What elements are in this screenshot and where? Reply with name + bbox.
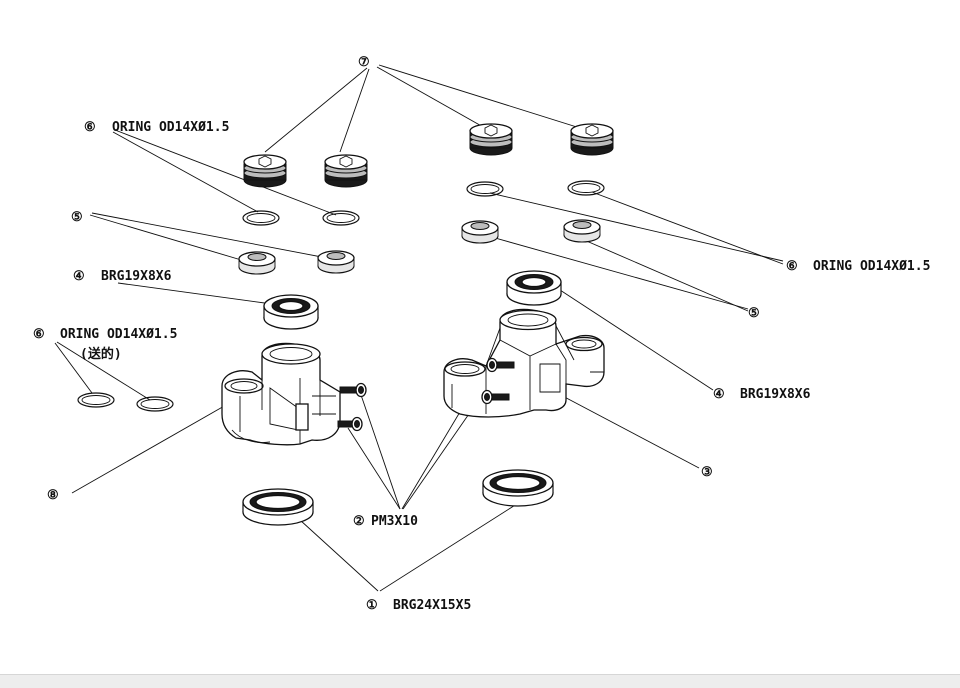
bushing-left-2 [317, 250, 355, 274]
window-bottom-bar [0, 674, 960, 688]
callout-6-spare-number: ⑥ [33, 327, 45, 342]
screw-2 [337, 416, 363, 432]
callout-5-left: ⑤ [71, 210, 83, 225]
bushing-left-1 [238, 251, 276, 275]
callout-6-spare-text: ORING OD14XØ1.5 [60, 327, 177, 342]
callout-4-right-number: ④ [713, 387, 725, 402]
callout-6-spare: ⑥ ORING OD14XØ1.5 (送的) [33, 327, 177, 362]
callout-5-right: ⑤ [748, 306, 760, 321]
callout-4-left: ④ BRG19X8X6 [73, 269, 172, 284]
screw-3 [486, 357, 515, 373]
callout-6-right-number: ⑥ [786, 259, 798, 274]
callout-6-right-text: ORING OD14XØ1.5 [813, 259, 930, 274]
screws-pm3x10 [337, 357, 515, 432]
callout-6-spare-note: (送的) [80, 346, 122, 362]
flanged-bushings [238, 219, 601, 275]
callout-4-right-text: BRG19X8X6 [740, 387, 811, 402]
bushing-right-1 [461, 220, 499, 244]
callout-4-right: ④ BRG19X8X6 [713, 387, 811, 402]
callout-4-left-text: BRG19X8X6 [101, 269, 172, 284]
callout-8-number: ⑧ [47, 488, 59, 503]
housing-right [443, 308, 605, 418]
callout-6-top-left: ⑥ ORING OD14XØ1.5 [84, 120, 229, 135]
oring-top-right-2 [567, 180, 605, 196]
callout-labels: ⑦ ⑥ ORING OD14XØ1.5 ⑤ ④ BRG19X8X6 ⑥ ORIN… [33, 55, 930, 613]
bearing-4-right [506, 270, 562, 306]
bearing-4-left [263, 294, 319, 330]
callout-7-number: ⑦ [358, 55, 370, 70]
callout-5-left-number: ⑤ [71, 210, 83, 225]
screw-1 [339, 382, 367, 398]
callout-8: ⑧ [47, 488, 59, 503]
callout-3-number: ③ [701, 465, 713, 480]
oring-top-left-2 [322, 210, 360, 226]
callout-2: ② PM3X10 [353, 514, 418, 529]
callout-6-top-left-text: ORING OD14XØ1.5 [112, 120, 229, 135]
callout-3: ③ [701, 465, 713, 480]
bearings-24x15x5 [242, 469, 554, 526]
callout-4-left-number: ④ [73, 269, 85, 284]
bushing-right-2 [563, 219, 601, 243]
callout-2-number: ② [353, 514, 365, 529]
callout-6-top-left-number: ⑥ [84, 120, 96, 135]
callout-1: ① BRG24X15X5 [366, 598, 471, 613]
plug-7-3 [469, 123, 513, 156]
callout-7: ⑦ [358, 55, 370, 70]
leader-lines [54, 64, 784, 592]
oring-top-right-1 [466, 181, 504, 197]
bearing-1-right [482, 469, 554, 507]
callout-6-right: ⑥ ORING OD14XØ1.5 [786, 259, 930, 274]
bearings-19x8x6 [263, 270, 562, 330]
bearing-1-left [242, 488, 314, 526]
oring-spare-1 [77, 392, 115, 408]
callout-1-text: BRG24X15X5 [393, 598, 471, 613]
plug-7-4 [570, 123, 614, 156]
plug-screws [243, 123, 614, 188]
oring-top-left-1 [242, 210, 280, 226]
callout-2-text: PM3X10 [371, 514, 418, 529]
callout-5-right-number: ⑤ [748, 306, 760, 321]
callout-1-number: ① [366, 598, 378, 613]
plug-7-2 [324, 154, 368, 188]
screw-4 [481, 389, 510, 405]
o-rings [77, 180, 605, 412]
oring-spare-2 [136, 396, 174, 412]
plug-7-1 [243, 154, 287, 188]
housing-left [221, 342, 341, 446]
diagram-canvas: ⑦ ⑥ ORING OD14XØ1.5 ⑤ ④ BRG19X8X6 ⑥ ORIN… [33, 55, 930, 613]
